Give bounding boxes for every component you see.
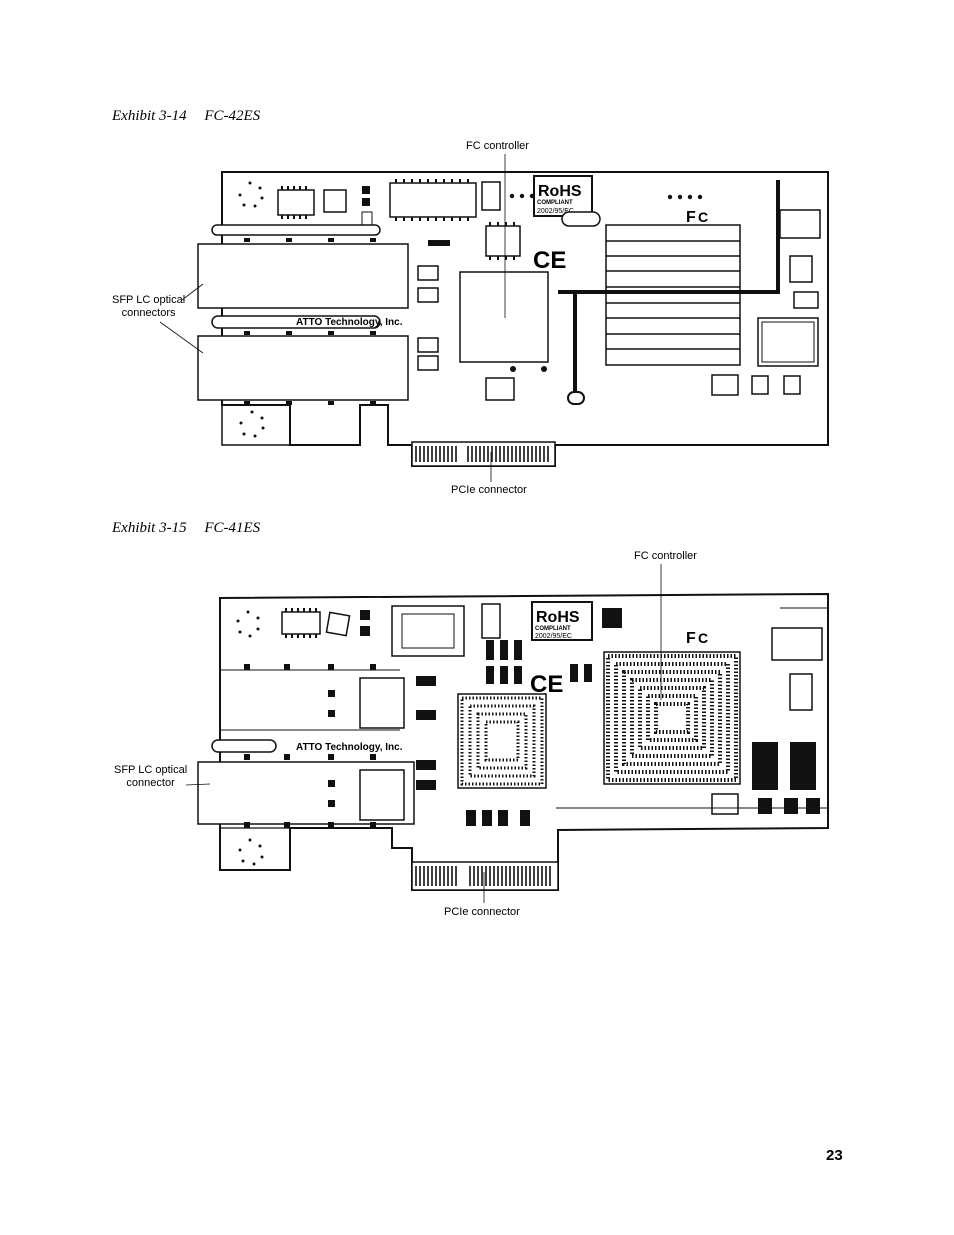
callout-pcie: PCIe connector: [451, 484, 527, 496]
rohs-text: RoHS: [538, 183, 582, 200]
page-number: 23: [826, 1147, 843, 1164]
rohs-directive-text: 2002/95/EC: [535, 633, 572, 640]
brand-text: ATTO Technology, Inc.: [296, 742, 403, 753]
exhibit-model: FC-42ES: [204, 108, 261, 124]
exhibit-number: Exhibit 3-15: [112, 520, 187, 536]
callout-sfp: SFP LC optical connector: [114, 764, 187, 790]
fc-logo: F: [686, 630, 696, 647]
ce-mark: CE: [533, 247, 566, 274]
callout-sfp-line-2: connector: [126, 777, 175, 789]
svg-text:C: C: [698, 630, 708, 646]
callout-sfp-line-1: SFP LC optical: [112, 294, 186, 306]
brand-text: ATTO Technology, Inc.: [296, 317, 403, 328]
rohs-text: RoHS: [536, 609, 580, 626]
fc-logo: F: [686, 209, 696, 226]
rohs-directive-text: 2002/95/EC: [537, 208, 574, 215]
mounting-hole: [236, 610, 260, 638]
callout-fc-controller: FC controller: [634, 550, 697, 562]
callout-sfp-line-2: connectors: [121, 307, 176, 319]
svg-text:C: C: [698, 209, 708, 225]
pcie-edge-connector: [411, 861, 559, 891]
callout-sfp: SFP LC optical connectors: [112, 294, 185, 320]
ce-mark: CE: [530, 671, 563, 698]
exhibit-caption-1: Exhibit 3-14 FC-42ES: [112, 108, 260, 125]
mounting-hole: [238, 838, 264, 866]
rohs-compliant-text: COMPLIANT: [535, 626, 571, 632]
sfp-cage-2: [197, 335, 409, 401]
rohs-compliant-text: COMPLIANT: [537, 200, 573, 206]
fc-controller-heatsink: [605, 224, 741, 366]
exhibit-model: FC-41ES: [204, 520, 261, 536]
u7-chip: [459, 271, 549, 363]
u7-bga: [457, 693, 547, 789]
callout-pcie: PCIe connector: [444, 906, 520, 918]
rohs-logo: [533, 175, 593, 217]
mounting-hole: [239, 410, 265, 438]
heatsink-fins: [606, 240, 740, 350]
sfp-cage-1: [197, 243, 409, 309]
mounting-hole: [238, 181, 264, 208]
callout-fc-controller: FC controller: [466, 140, 529, 152]
callout-leaders: [159, 154, 506, 482]
callout-leaders: [185, 564, 662, 903]
exhibit-caption-2: Exhibit 3-15 FC-41ES: [112, 520, 260, 537]
rohs-logo: [531, 601, 593, 641]
callout-sfp-line-1: SFP LC optical: [114, 764, 188, 776]
exhibit-number: Exhibit 3-14: [112, 108, 187, 124]
